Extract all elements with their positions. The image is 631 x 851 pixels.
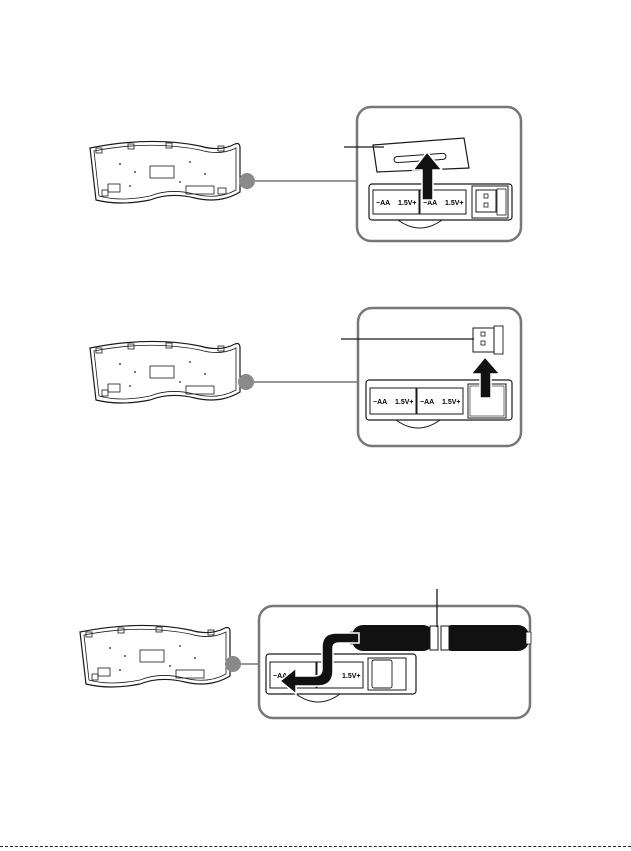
callout-dot-2 <box>238 374 254 390</box>
page-bottom-rule <box>0 846 631 847</box>
step-3-insert-batteries: −AA 1.5V+ <box>80 589 531 718</box>
aa-battery-1 <box>350 625 438 651</box>
aa-battery-2 <box>441 625 531 651</box>
keyboard-underside-3 <box>80 625 230 687</box>
battery-label-neg: −AA <box>420 399 434 406</box>
battery-label-neg: −AA <box>373 399 387 406</box>
battery-label-volt: 1.5V+ <box>442 399 461 406</box>
callout-dot-3 <box>225 656 241 672</box>
battery-label-volt: 1.5V+ <box>445 200 464 207</box>
battery-label-volt: 1.5V+ <box>395 399 414 406</box>
battery-label-neg: −AA <box>423 200 437 207</box>
battery-label-volt: 1.5V+ <box>398 200 417 207</box>
usb-receiver-docked <box>476 190 496 212</box>
keyboard-underside-2 <box>90 341 240 403</box>
zoom-panel-2 <box>358 308 521 446</box>
battery-label-neg: −AA <box>376 200 390 207</box>
battery-label-volt: 1.5V+ <box>342 673 361 680</box>
zoom-panel-1 <box>357 107 521 241</box>
keyboard-underside-1 <box>90 141 240 203</box>
step-1-remove-cover: −AA 1.5V+ −AA 1.5V+ <box>90 107 521 241</box>
callout-dot-1 <box>239 173 255 189</box>
step-2-remove-receiver: −AA 1.5V+ −AA 1.5V+ <box>90 308 521 446</box>
